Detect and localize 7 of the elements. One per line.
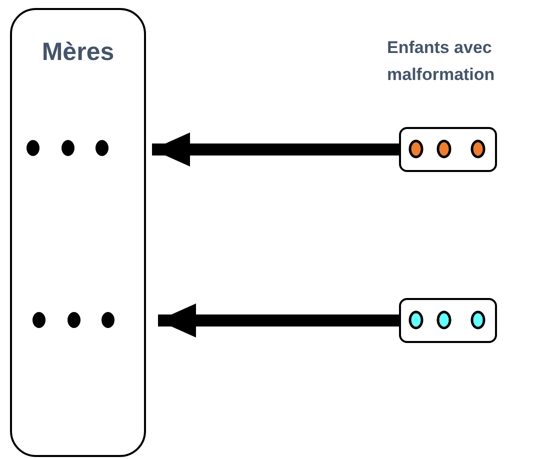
child-box	[399, 298, 497, 343]
child-box	[399, 127, 497, 172]
arrow	[158, 304, 399, 338]
arrow	[152, 132, 399, 166]
panel-heading: Mères	[40, 38, 116, 67]
column-heading: Enfants avec malformation	[387, 37, 496, 86]
mothers-panel	[10, 8, 146, 457]
